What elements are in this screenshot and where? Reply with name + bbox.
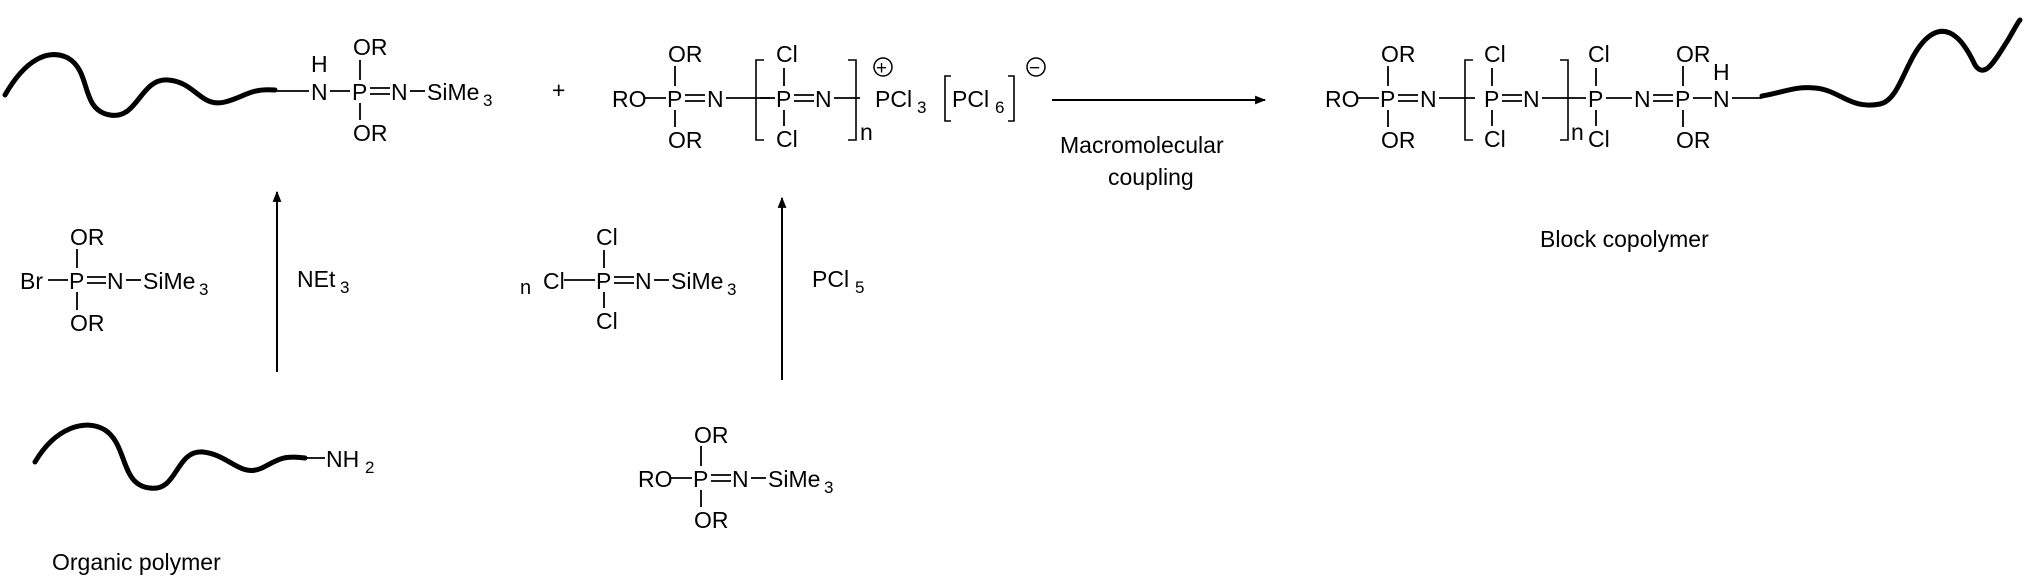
charge-minus: − (1029, 58, 1040, 79)
bracket-right (848, 59, 857, 141)
atom-n2: N (391, 79, 408, 105)
atom-br: Br (20, 268, 43, 294)
atom-cl-left: Cl (543, 268, 565, 294)
plus-sign: + (552, 77, 565, 103)
atom-n: N (311, 79, 328, 105)
bc-atom-cl-top3: Cl (1588, 41, 1610, 67)
anion-pcl6-sub: 6 (995, 98, 1004, 117)
organic-polymer-caption: Organic polymer (52, 549, 221, 575)
atom-or-top2: OR (668, 41, 703, 67)
bc-atom-or-bottom1: OR (1381, 127, 1416, 153)
living-polyphosphazene-cation: RO P OR OR N P Cl Cl N n PCl 3 + PCl 6 (612, 41, 1046, 153)
atom-simex-br-sub: 3 (199, 280, 208, 299)
atom-p-init: P (693, 466, 708, 492)
bc-atom-cl-bottom2: Cl (1484, 126, 1506, 152)
bc-atom-cl-bottom3: Cl (1588, 126, 1610, 152)
atom-cl-up: Cl (596, 224, 618, 250)
atom-p-end: P (667, 86, 682, 112)
atom-simex-br: SiMe (143, 268, 195, 294)
reagent-net3-sub: 3 (340, 278, 349, 297)
bracket-left (755, 59, 764, 141)
block-copolymer: RO P OR OR N P Cl Cl N n P Cl Cl N P OR (1325, 17, 2023, 153)
reagent-pcl5-sub: 5 (855, 278, 864, 297)
organic-polymer-chain (32, 422, 308, 491)
bc-atom-h: H (1713, 59, 1730, 85)
atom-n-cl3: N (635, 268, 652, 294)
atom-nh2-sub: 2 (365, 458, 374, 477)
atom-nh2: NH (326, 446, 359, 472)
bc-atom-p3: P (1588, 86, 1603, 112)
bc-atom-or-top4: OR (1676, 41, 1711, 67)
bc-atom-n5: N (1713, 86, 1730, 112)
atom-simex-cl3-sub: 3 (727, 280, 736, 299)
atom-simex-cl3: SiMe (671, 268, 723, 294)
alkoxy-phosphoranimine: RO P OR OR N SiMe 3 (638, 422, 833, 533)
atom-cl-top: Cl (776, 41, 798, 67)
n-coefficient: n (520, 277, 531, 299)
coupling-label-line2: coupling (1108, 164, 1194, 190)
atom-simex-init: SiMe (768, 466, 820, 492)
bromophosphoranimine: Br P OR OR N SiMe 3 (20, 224, 208, 336)
bc-atom-or-top1: OR (1381, 41, 1416, 67)
bc-atom-cl-top2: Cl (1484, 41, 1506, 67)
atom-n-init: N (732, 466, 749, 492)
atom-pcl3-sub: 3 (917, 98, 926, 117)
atom-simex-sub: 3 (483, 91, 492, 110)
atom-or-init-top: OR (694, 422, 729, 448)
charge-plus-circle (873, 57, 893, 77)
trichlorophosphoranimine: n Cl P Cl Cl N SiMe 3 (520, 224, 736, 334)
bc-atom-ro: RO (1325, 86, 1360, 112)
polymer-chain-wavy (2, 52, 278, 118)
atom-n-br: N (107, 268, 124, 294)
atom-or-bottom: OR (353, 120, 388, 146)
atom-simex-init-sub: 3 (824, 478, 833, 497)
atom-p-cl3: P (596, 268, 611, 294)
atom-cl-bottom: Cl (776, 126, 798, 152)
bc-atom-p2: P (1484, 86, 1499, 112)
atom-or-top: OR (353, 34, 388, 60)
bc-atom-p1: P (1380, 86, 1395, 112)
reagent-pcl5: PCl (812, 266, 849, 292)
bc-atom-p4: P (1675, 86, 1690, 112)
organic-polymer-nh2: NH 2 (32, 422, 374, 491)
atom-simex: SiMe (427, 79, 479, 105)
atom-or-br-bottom: OR (70, 310, 105, 336)
bc-polymer-chain-wavy (1759, 17, 2023, 108)
charge-minus-circle (1026, 57, 1046, 77)
charge-plus: + (876, 58, 887, 79)
atom-cl-down: Cl (596, 308, 618, 334)
bc-bracket-right (1560, 59, 1569, 141)
bc-atom-n2: N (1523, 86, 1540, 112)
bc-atom-or-bottom4: OR (1676, 127, 1711, 153)
subscript-n: n (860, 119, 873, 145)
atom-n3: N (707, 86, 724, 112)
bc-atom-n1: N (1420, 86, 1437, 112)
bc-bracket-left (1464, 59, 1473, 141)
anion-bracket-left (944, 75, 951, 122)
bc-atom-n3: N (1634, 86, 1651, 112)
atom-or-bottom2: OR (668, 127, 703, 153)
atom-h: H (311, 51, 328, 77)
bc-subscript-n: n (1571, 119, 1584, 145)
atom-ro-init: RO (638, 466, 673, 492)
atom-n4: N (815, 86, 832, 112)
atom-p: P (352, 79, 367, 105)
polymer-phosphoranimine: H N P OR OR N SiMe 3 (2, 34, 492, 146)
anion-bracket-right (1008, 75, 1015, 122)
reagent-net3: NEt (297, 266, 336, 292)
atom-p-repeat: P (776, 86, 791, 112)
atom-pcl3: PCl (875, 86, 912, 112)
block-copolymer-caption: Block copolymer (1540, 226, 1709, 252)
coupling-label-line1: Macromolecular (1060, 132, 1224, 158)
atom-or-br-top: OR (70, 224, 105, 250)
atom-ro: RO (612, 86, 647, 112)
atom-or-init-bottom: OR (694, 507, 729, 533)
atom-p-br: P (69, 268, 84, 294)
anion-pcl6: PCl (952, 86, 989, 112)
